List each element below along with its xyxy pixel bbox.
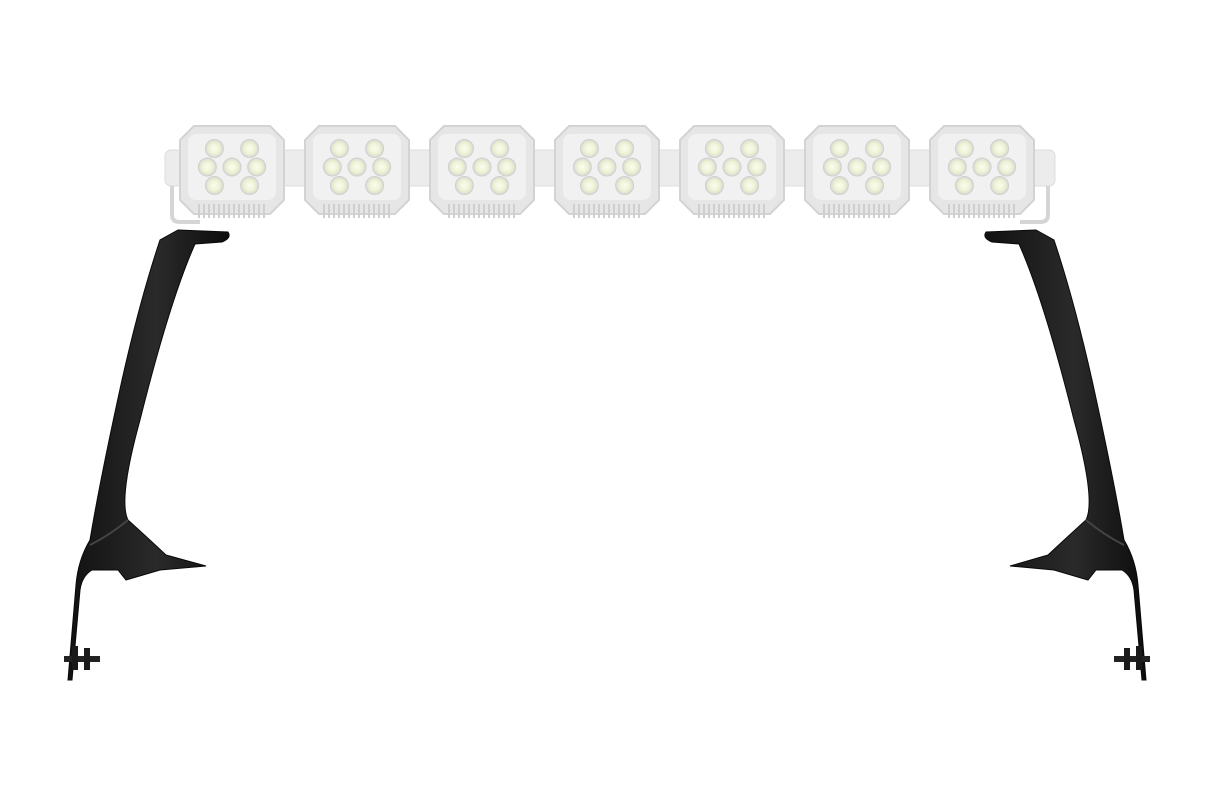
led-lens bbox=[579, 139, 599, 159]
led-lens bbox=[472, 157, 492, 177]
led-lens bbox=[579, 175, 599, 195]
led-lens bbox=[972, 157, 992, 177]
led-lens bbox=[497, 157, 517, 177]
right-mount-bracket bbox=[984, 229, 1150, 681]
led-lens bbox=[622, 157, 642, 177]
led-lens bbox=[454, 139, 474, 159]
led-lens bbox=[197, 157, 217, 177]
light-pod bbox=[929, 125, 1035, 218]
led-lens bbox=[872, 157, 892, 177]
led-lens bbox=[322, 157, 342, 177]
led-lens bbox=[990, 139, 1010, 159]
led-lens bbox=[847, 157, 867, 177]
left-bar-tab bbox=[170, 186, 200, 224]
light-pod bbox=[554, 125, 660, 218]
led-lens bbox=[722, 157, 742, 177]
led-lens bbox=[829, 139, 849, 159]
led-lens bbox=[865, 139, 885, 159]
led-lens bbox=[240, 139, 260, 159]
right-bracket-bolt bbox=[1114, 656, 1150, 662]
led-lens bbox=[822, 157, 842, 177]
light-pod bbox=[304, 125, 410, 218]
led-lens bbox=[329, 175, 349, 195]
led-lens bbox=[954, 175, 974, 195]
led-lens bbox=[615, 175, 635, 195]
led-lens bbox=[954, 139, 974, 159]
led-lens bbox=[372, 157, 392, 177]
led-lens bbox=[240, 175, 260, 195]
led-lens bbox=[747, 157, 767, 177]
led-lens bbox=[490, 175, 510, 195]
right-bar-tab bbox=[1020, 186, 1050, 224]
led-lens bbox=[365, 139, 385, 159]
light-pod bbox=[429, 125, 535, 218]
light-pod bbox=[679, 125, 785, 218]
led-lens bbox=[247, 157, 267, 177]
led-lens bbox=[347, 157, 367, 177]
led-lens bbox=[454, 175, 474, 195]
led-lens bbox=[997, 157, 1017, 177]
led-lens bbox=[204, 139, 224, 159]
led-lens bbox=[597, 157, 617, 177]
led-lens bbox=[615, 139, 635, 159]
left-bracket-bolt bbox=[64, 656, 100, 662]
led-lens bbox=[572, 157, 592, 177]
light-pod bbox=[179, 125, 285, 218]
led-lens bbox=[704, 175, 724, 195]
light-pod bbox=[804, 125, 910, 218]
led-lens bbox=[947, 157, 967, 177]
led-lens bbox=[740, 175, 760, 195]
led-lens bbox=[222, 157, 242, 177]
light-bar bbox=[164, 125, 1056, 224]
led-lens bbox=[990, 175, 1010, 195]
led-lens bbox=[704, 139, 724, 159]
led-lens bbox=[329, 139, 349, 159]
led-lens bbox=[865, 175, 885, 195]
led-lens bbox=[447, 157, 467, 177]
led-lens bbox=[829, 175, 849, 195]
led-lens bbox=[365, 175, 385, 195]
led-lens bbox=[490, 139, 510, 159]
left-mount-bracket bbox=[64, 229, 230, 681]
led-lens bbox=[740, 139, 760, 159]
led-lens bbox=[204, 175, 224, 195]
led-lens bbox=[697, 157, 717, 177]
